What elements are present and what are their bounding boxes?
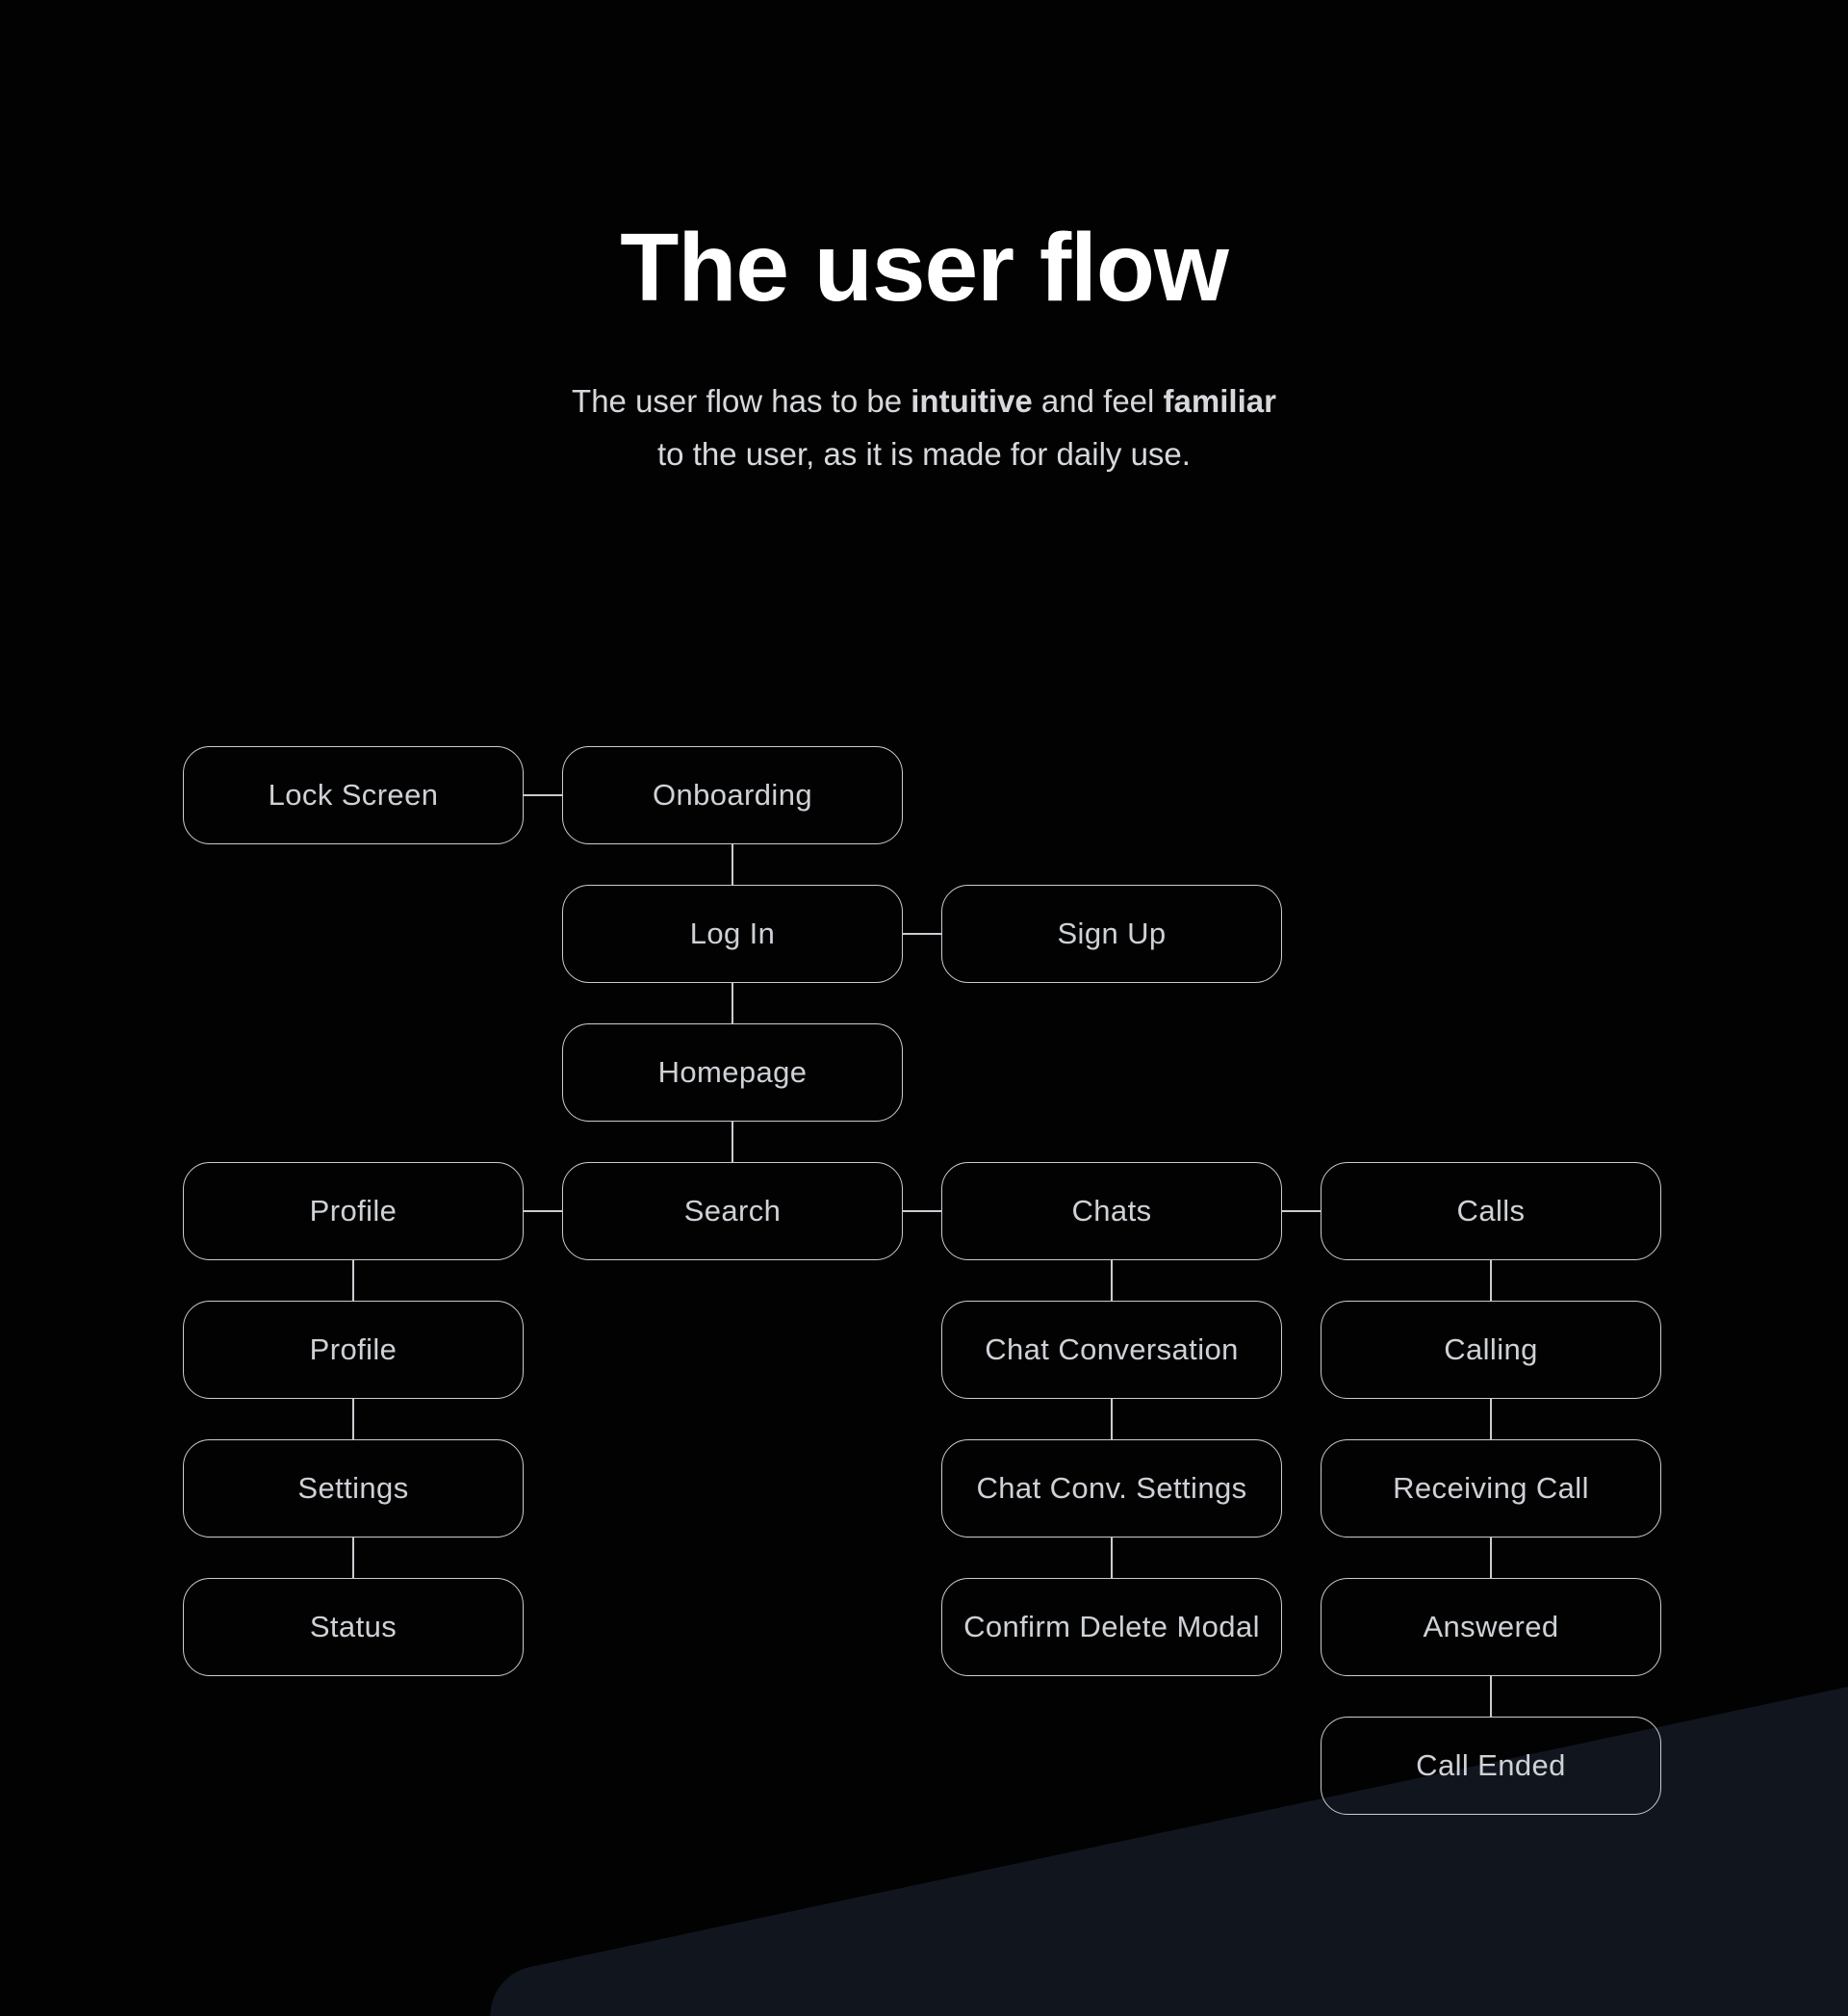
flow-node-chat-conv-settings: Chat Conv. Settings	[941, 1439, 1282, 1538]
subtitle-segment: intuitive	[911, 383, 1033, 419]
flow-node-label: Chats	[1071, 1194, 1152, 1228]
flow-node-log-in: Log In	[562, 885, 903, 983]
flow-node-homepage: Homepage	[562, 1023, 903, 1122]
flow-node-label: Onboarding	[652, 778, 812, 812]
flow-node-label: Call Ended	[1416, 1748, 1566, 1782]
subtitle-segment: and feel	[1032, 383, 1164, 419]
flow-node-call-ended: Call Ended	[1321, 1717, 1661, 1815]
connector-calls-to-calling	[1490, 1260, 1492, 1301]
flow-node-label: Calls	[1456, 1194, 1526, 1228]
page-title: The user flow	[620, 214, 1229, 322]
subtitle-line-2: to the user, as it is made for daily use…	[657, 436, 1191, 472]
connector-profile-to-search	[524, 1210, 562, 1212]
flow-node-label: Chat Conv. Settings	[976, 1471, 1247, 1505]
connector-calling-to-receiving-call	[1490, 1399, 1492, 1439]
flow-node-lock-screen: Lock Screen	[183, 746, 524, 844]
connector-chats-to-calls	[1282, 1210, 1321, 1212]
connector-log-in-to-homepage	[732, 983, 733, 1023]
flow-node-calling: Calling	[1321, 1301, 1661, 1399]
connector-settings-to-status	[352, 1538, 354, 1578]
connector-onboarding-to-log-in	[732, 844, 733, 885]
flow-node-label: Profile	[309, 1194, 398, 1228]
flow-node-label: Receiving Call	[1393, 1471, 1589, 1505]
connector-chat-conversation-to-chat-conv-settings	[1111, 1399, 1113, 1439]
flow-node-sign-up: Sign Up	[941, 885, 1282, 983]
flow-node-label: Answered	[1423, 1610, 1559, 1643]
flow-node-label: Profile	[309, 1332, 398, 1366]
flow-node-confirm-delete-modal: Confirm Delete Modal	[941, 1578, 1282, 1676]
connector-lock-screen-to-onboarding	[524, 794, 562, 796]
flow-node-label: Sign Up	[1057, 917, 1167, 950]
connector-profile-to-profile-detail	[352, 1260, 354, 1301]
flow-node-onboarding: Onboarding	[562, 746, 903, 844]
connector-chats-to-chat-conversation	[1111, 1260, 1113, 1301]
flow-node-label: Calling	[1444, 1332, 1538, 1366]
connector-profile-detail-to-settings	[352, 1399, 354, 1439]
connector-log-in-to-sign-up	[903, 933, 941, 935]
connector-homepage-to-search	[732, 1122, 733, 1162]
flow-node-answered: Answered	[1321, 1578, 1661, 1676]
flow-node-search: Search	[562, 1162, 903, 1260]
flow-node-profile-detail: Profile	[183, 1301, 524, 1399]
flow-node-chat-conversation: Chat Conversation	[941, 1301, 1282, 1399]
flow-node-label: Chat Conversation	[985, 1332, 1239, 1366]
subtitle-segment: familiar	[1163, 383, 1276, 419]
flow-node-status: Status	[183, 1578, 524, 1676]
flow-node-label: Settings	[297, 1471, 409, 1505]
subtitle-line-1: The user flow has to be intuitive and fe…	[0, 375, 1848, 427]
flow-node-label: Homepage	[657, 1055, 808, 1089]
flow-node-chats: Chats	[941, 1162, 1282, 1260]
connector-answered-to-call-ended	[1490, 1676, 1492, 1717]
flow-node-label: Status	[309, 1610, 398, 1643]
connector-chat-conv-settings-to-confirm-delete-modal	[1111, 1538, 1113, 1578]
flow-node-label: Lock Screen	[268, 778, 439, 812]
flow-node-label: Search	[683, 1194, 782, 1228]
flow-node-calls: Calls	[1321, 1162, 1661, 1260]
flow-node-label: Confirm Delete Modal	[963, 1610, 1260, 1643]
flow-node-label: Log In	[689, 917, 776, 950]
flow-node-settings: Settings	[183, 1439, 524, 1538]
flow-node-receiving-call: Receiving Call	[1321, 1439, 1661, 1538]
subtitle-segment: The user flow has to be	[572, 383, 911, 419]
connector-receiving-call-to-answered	[1490, 1538, 1492, 1578]
flow-node-profile: Profile	[183, 1162, 524, 1260]
connector-search-to-chats	[903, 1210, 941, 1212]
page-subtitle: The user flow has to be intuitive and fe…	[0, 375, 1848, 480]
